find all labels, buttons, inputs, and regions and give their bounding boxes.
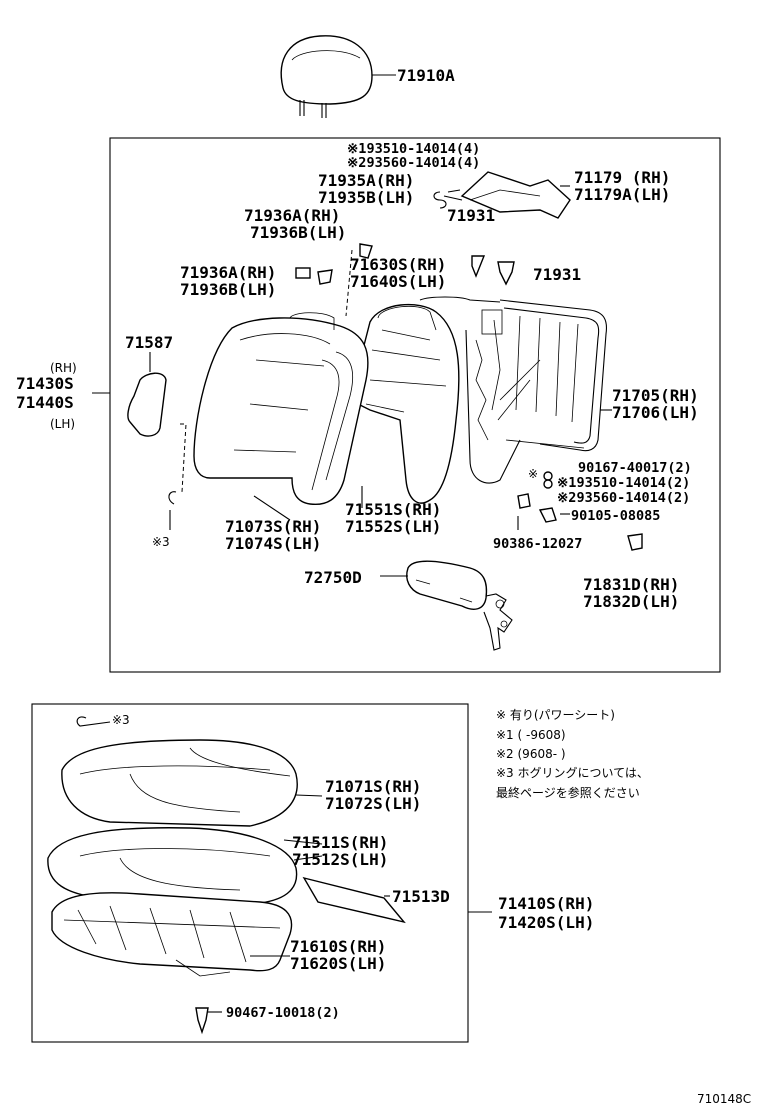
label-guide-rh: 71935A(RH) bbox=[318, 171, 414, 190]
note-line-0: ※ 有り(パワーシート) bbox=[496, 708, 615, 722]
label-note3-left: ※3 bbox=[152, 535, 170, 549]
label-cush-frame-lh: 71620S(LH) bbox=[290, 954, 386, 973]
label-armrest: 72750D bbox=[304, 568, 362, 587]
label-support2-lh: 71936B(LH) bbox=[180, 280, 276, 299]
label-frame-lh: 71706(LH) bbox=[612, 403, 699, 422]
label-bolt5: 90467-10018(2) bbox=[226, 1005, 340, 1021]
label-pad-rh: 71551S(RH) bbox=[345, 500, 441, 519]
label-bolt3: ※293560-14014(2) bbox=[557, 490, 690, 506]
cushion-pad-drawing bbox=[47, 827, 298, 905]
label-guide-lh: 71935B(LH) bbox=[318, 188, 414, 207]
label-support2-rh: 71936A(RH) bbox=[180, 263, 276, 282]
note-line-2: ※2 (9608- ) bbox=[496, 747, 566, 761]
label-bolt4: 90105-08085 bbox=[571, 508, 660, 524]
label-heater: 71513D bbox=[392, 887, 450, 906]
hinge-cover-drawing bbox=[460, 171, 571, 219]
cushion-frame-drawing bbox=[51, 892, 293, 977]
headrest-drawing bbox=[280, 35, 396, 118]
label-rh-top: (RH) bbox=[50, 361, 77, 375]
label-cush-frame-rh: 71610S(RH) bbox=[290, 937, 386, 956]
label-note2-top: ※293560-14014(4) bbox=[347, 155, 480, 171]
label-cush-pad-rh: 71511S(RH) bbox=[292, 833, 388, 852]
label-bolt-mark: ※ bbox=[528, 467, 538, 481]
label-nut: 90386-12027 bbox=[493, 536, 582, 552]
side-trim-drawing bbox=[127, 372, 167, 437]
cushion-group-box bbox=[31, 703, 469, 1043]
label-support-rh: 71936A(RH) bbox=[244, 206, 340, 225]
label-cush-pad-lh: 71512S(LH) bbox=[292, 850, 388, 869]
label-bolt2: ※193510-14014(2) bbox=[557, 475, 690, 491]
label-back-assy-lh: 71440S bbox=[16, 393, 74, 412]
label-trim-cover: 71587 bbox=[125, 333, 173, 352]
note-line-3: ※3 ホグリングについては、 bbox=[496, 766, 649, 780]
label-hinge-lh: 71179A(LH) bbox=[574, 185, 670, 204]
note-line-4: 最終ページを参照ください bbox=[496, 785, 640, 800]
label-note1-top: ※193510-14014(4) bbox=[347, 141, 480, 157]
label-hook-lh: 71640S(LH) bbox=[350, 272, 446, 291]
label-headrest: 71910A bbox=[397, 66, 455, 85]
label-cush-cover-lh: 71072S(LH) bbox=[325, 794, 421, 813]
label-clip-a: 71931 bbox=[447, 206, 495, 225]
support-pieces bbox=[295, 243, 515, 286]
label-hook-rh: 71630S(RH) bbox=[350, 255, 446, 274]
label-cover-lh: 71074S(LH) bbox=[225, 534, 321, 553]
label-clip-b: 71931 bbox=[533, 265, 581, 284]
seatback-cover-drawing bbox=[193, 312, 369, 506]
label-cover-rh: 71073S(RH) bbox=[225, 517, 321, 536]
label-cush-assy-lh: 71420S(LH) bbox=[498, 913, 594, 932]
bolt-drawings bbox=[517, 471, 643, 551]
seatback-group-box bbox=[109, 137, 721, 673]
label-frame-rh: 71705(RH) bbox=[612, 386, 699, 405]
label-knob-rh: 71831D(RH) bbox=[583, 575, 679, 594]
label-bolt1: 90167-40017(2) bbox=[578, 460, 692, 476]
label-note3-cushion: ※3 bbox=[112, 713, 130, 727]
label-hinge-rh: 71179 (RH) bbox=[574, 168, 670, 187]
label-support-lh: 71936B(LH) bbox=[250, 223, 346, 242]
cushion-cover-drawing bbox=[61, 739, 298, 827]
label-pad-lh: 71552S(LH) bbox=[345, 517, 441, 536]
cushion-bolt-drawing bbox=[195, 1007, 209, 1035]
label-knob-lh: 71832D(LH) bbox=[583, 592, 679, 611]
label-lh-bottom: (LH) bbox=[50, 417, 75, 431]
note-line-1: ※1 ( -9608) bbox=[496, 728, 566, 742]
label-back-assy-rh: 71430S bbox=[16, 374, 74, 393]
label-cush-assy-rh: 71410S(RH) bbox=[498, 894, 594, 913]
label-cush-cover-rh: 71071S(RH) bbox=[325, 777, 421, 796]
armrest-drawing bbox=[380, 560, 513, 651]
seatback-pad-drawing bbox=[349, 303, 460, 504]
heater-drawing bbox=[302, 876, 406, 924]
figure-number: 710148C bbox=[697, 1092, 751, 1106]
seatback-frame-drawing bbox=[419, 296, 612, 484]
